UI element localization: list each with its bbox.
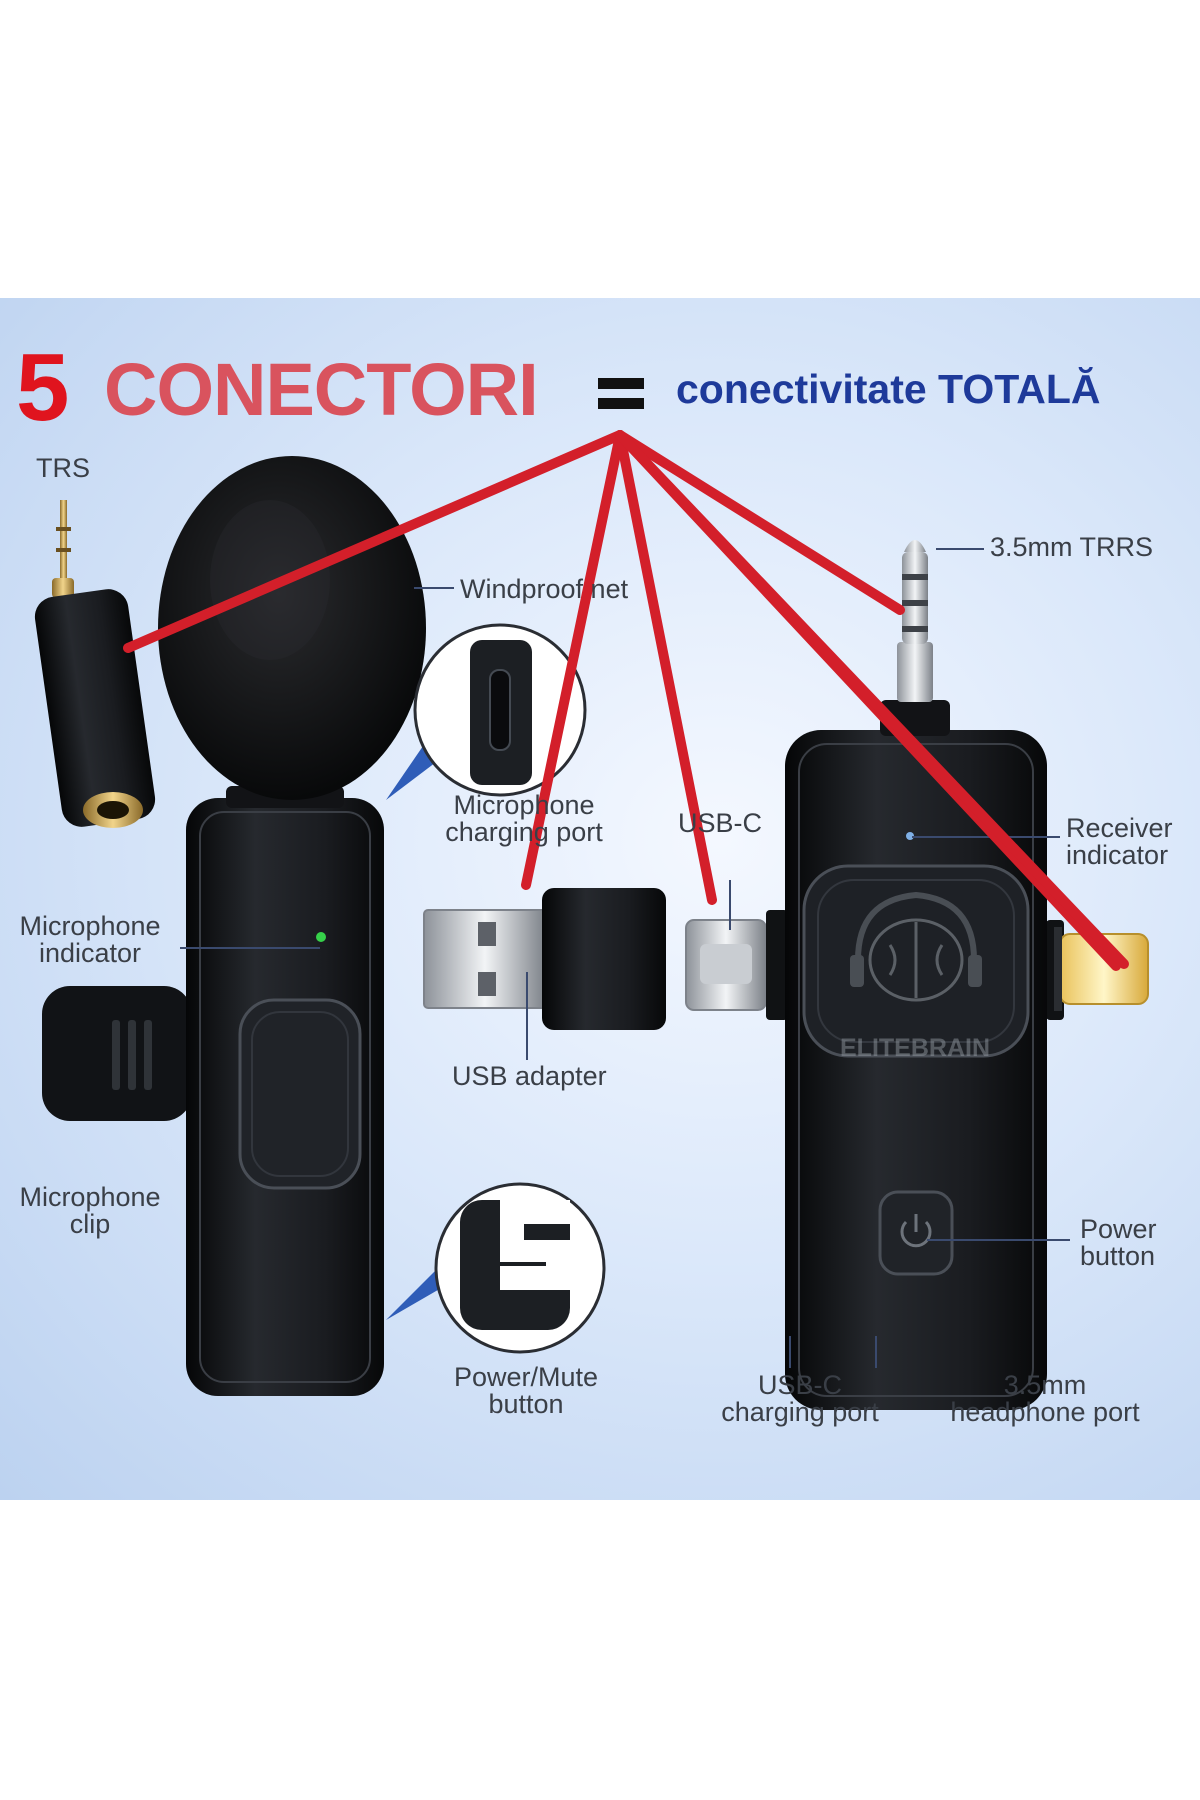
headline-number: 5 <box>16 334 69 441</box>
charging-port-zoom <box>386 623 587 800</box>
label-3-5mm-trrs: 3.5mm TRRS <box>990 532 1154 562</box>
trs-adapter-image <box>34 500 156 828</box>
label-mic-clip: Microphone clip <box>19 1182 161 1239</box>
label-power-button: Power button <box>1080 1214 1157 1271</box>
label-usb-c: USB-C <box>678 808 763 838</box>
callout-lines <box>180 548 1070 1368</box>
label-mic-charging-port: Microphone charging port <box>445 790 603 847</box>
power-icon <box>900 1214 932 1248</box>
connector-lines <box>123 430 1129 971</box>
usb-adapter-image <box>423 888 666 1030</box>
equals-sign <box>598 378 644 409</box>
label-headphone-port: 3.5mm headphone port <box>950 1370 1140 1427</box>
headline-conectori: CONECTORI <box>104 348 539 431</box>
brain-logo-icon <box>850 891 982 1002</box>
label-usb-adapter: USB adapter <box>452 1061 607 1091</box>
label-trs: TRS <box>36 453 90 483</box>
label-windproof-net: Windproof net <box>460 574 629 604</box>
receiver-image <box>685 540 1149 1410</box>
label-receiver-indicator: Receiver indicator <box>1066 813 1173 870</box>
watermark-elitebrain: ELITEBRAIN <box>840 1034 990 1062</box>
label-usbc-charging-port: USB-C charging port <box>721 1370 879 1427</box>
label-mic-indicator: Microphone indicator <box>19 911 161 968</box>
headline-tagline: conectivitate TOTALĂ <box>676 366 1101 412</box>
label-power-mute-button: Power/Mute button <box>453 1362 599 1419</box>
power-mute-zoom <box>386 1182 606 1354</box>
